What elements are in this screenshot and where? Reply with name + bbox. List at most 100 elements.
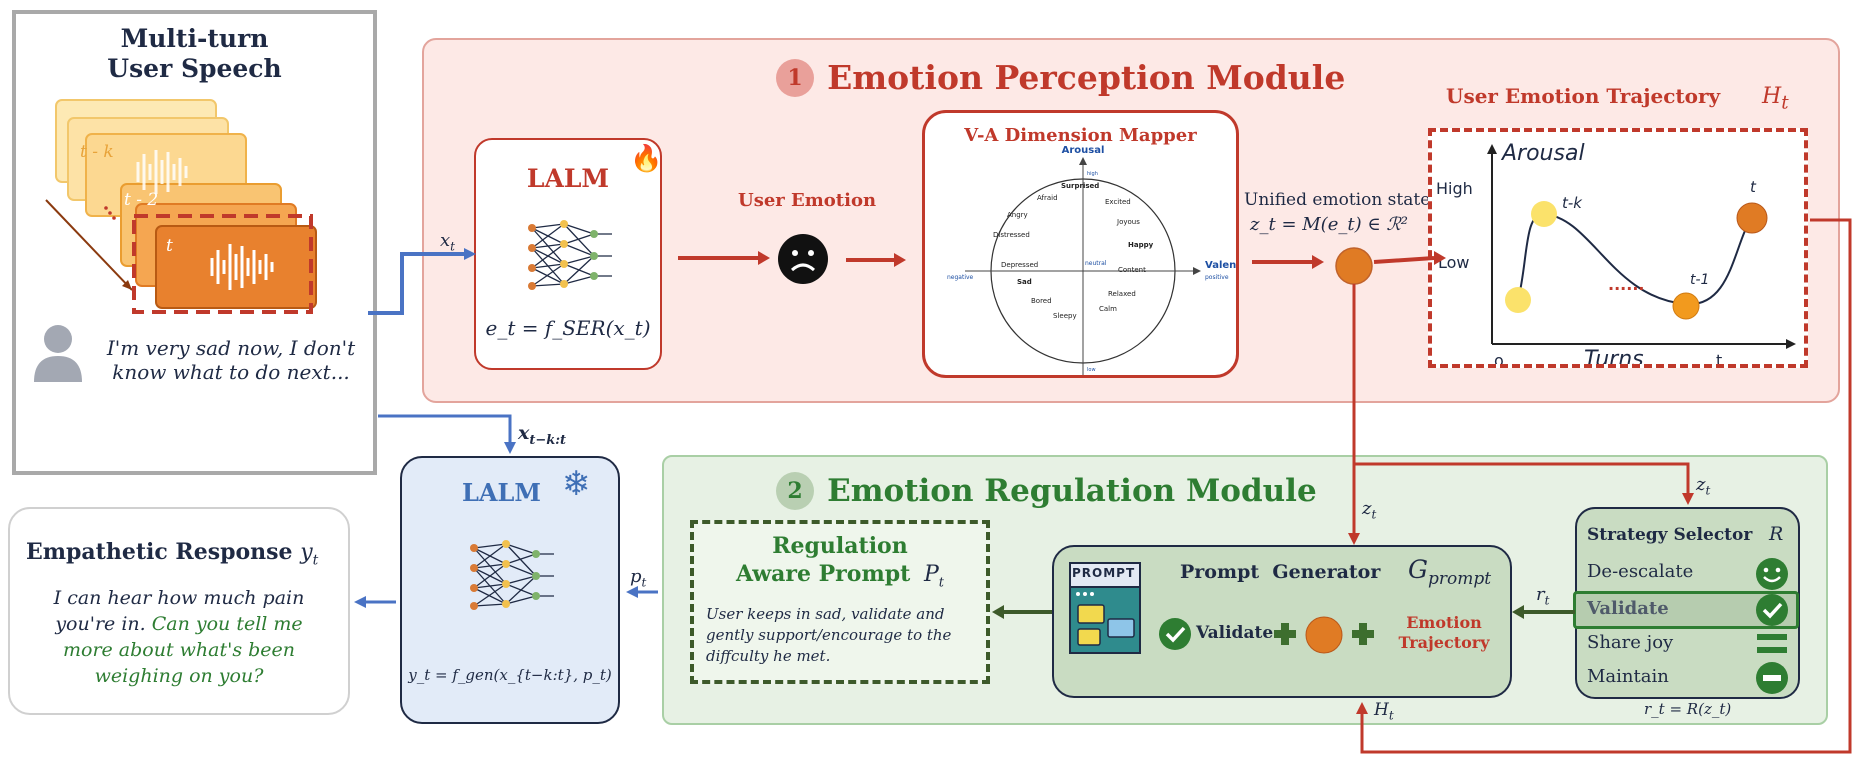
label-p-t-sub: t: [641, 575, 647, 590]
rap-title-line1: Regulation: [772, 533, 908, 559]
perception-title: Emotion Perception Module: [827, 58, 1346, 97]
va-emo-depressed: Depressed: [1001, 261, 1038, 269]
response-title-row: Empathetic Response yt: [26, 539, 318, 568]
traj-pt-t-label: t: [1750, 178, 1757, 196]
lalm1-formula: e_t = f_SER(x_t): [485, 316, 651, 340]
va-emo-content: Content: [1118, 266, 1146, 274]
rap-text: User keeps in sad, validate and gently s…: [706, 605, 952, 665]
ss-symbol: R: [1769, 523, 1784, 545]
label-h-t-main: H: [1374, 700, 1389, 720]
label-r-t-main: r: [1536, 584, 1545, 605]
response-symbol-sub: t: [312, 552, 319, 569]
lalm2-title: LALM: [462, 478, 541, 507]
va-dimension-mapper: V-A Dimension Mapper Arousal Valence hig…: [922, 110, 1239, 378]
traj-pt-tk-label: t-k: [1562, 194, 1583, 212]
prompt-generator-box: Prompt Generator Gprompt PROMPT Validate…: [1052, 545, 1512, 698]
lalm2-formula: y_t = f_gen(x_{t−k:t}, p_t): [408, 666, 612, 684]
traj-low-label: Low: [1438, 253, 1470, 272]
trajectory-plot-box: Arousal Turns High Low o t t-k t-1 t ...…: [1428, 128, 1808, 368]
user-speech-panel: Multi-turn User Speech t - k t - 2 t I'm…: [12, 10, 377, 475]
va-emo-afraid: Afraid: [1037, 194, 1058, 202]
label-h-t-sub: t: [1388, 708, 1394, 723]
va-valence-label: Valence: [1205, 260, 1236, 271]
va-circle-chart: Arousal Valence high low negative positi…: [947, 145, 1236, 375]
va-low-label: low: [1087, 367, 1096, 373]
trajectory-plot: Arousal Turns High Low o t t-k t-1 t ...…: [1436, 141, 1796, 364]
label-z-t-right: zt: [1696, 474, 1710, 498]
ss-title: Strategy Selector: [1587, 525, 1753, 545]
strategy-share-joy: Share joy: [1587, 632, 1674, 653]
response-line3: more about what's been: [62, 639, 296, 661]
response-line2b: Can you tell me: [151, 613, 303, 635]
label-x-window: xt−k:t: [518, 422, 566, 448]
lalm-generation-box: LALM ❄ y_t = f_gen(x_{t−k:t}, p_t): [400, 456, 620, 724]
neural-net-icon-2: [470, 540, 554, 610]
lalm1-title: LALM: [526, 164, 610, 193]
trajectory-title: User Emotion Trajectory: [1446, 84, 1721, 108]
utterance-line2: know what to do next...: [112, 360, 350, 384]
card-label-t2: t - 2: [124, 190, 159, 210]
va-emo-surprised: Surprised: [1061, 182, 1099, 190]
pg-symbol: G: [1408, 555, 1428, 584]
va-positive-label: positive: [1205, 274, 1229, 281]
label-z-right-main: z: [1696, 474, 1706, 495]
pg-symbol-sub: prompt: [1427, 569, 1492, 589]
regulation-title: Emotion Regulation Module: [827, 473, 1317, 509]
va-emo-excited: Excited: [1105, 198, 1131, 206]
rap-symbol-sub: t: [938, 575, 944, 591]
card-label-t: t: [166, 236, 173, 256]
emotion-state-icon: [1305, 616, 1343, 654]
traj-high-label: High: [1436, 179, 1473, 198]
traj-dots: ......: [1608, 275, 1644, 294]
neural-net-icon: [528, 220, 612, 290]
strategy-maintain: Maintain: [1587, 666, 1669, 687]
label-z-t-left: zt: [1362, 498, 1376, 522]
label-z-left-main: z: [1362, 498, 1372, 519]
pg-traj-line2: Trajectory: [1398, 633, 1490, 652]
check-circle-icon: [1159, 618, 1191, 650]
smile-icon: [1756, 558, 1788, 590]
card-label-tk: t - k: [80, 142, 114, 162]
rap-symbol: P: [923, 562, 939, 587]
prompt-window-icon: [1069, 562, 1141, 654]
user-emotion-label: User Emotion: [738, 190, 877, 211]
fire-icon: 🔥: [630, 144, 663, 174]
va-emo-sleepy: Sleepy: [1053, 312, 1077, 320]
trajectory-symbol-main: H: [1762, 84, 1782, 109]
emotion-state-node: [1335, 247, 1373, 285]
pg-validate-label: Validate: [1196, 623, 1274, 643]
utterance-line1: I'm very sad now, I don't: [106, 336, 356, 360]
regulation-header: 2 Emotion Regulation Module: [776, 472, 1317, 510]
response-line2a: you're in.: [55, 613, 146, 635]
va-neutral-label: neutral: [1085, 260, 1107, 267]
equals-icon: [1757, 634, 1787, 653]
traj-x-axis-label: Turns: [1584, 347, 1644, 364]
label-z-left-sub: t: [1371, 507, 1377, 522]
label-r-t: rt: [1536, 584, 1549, 608]
speech-title-line1: Multi-turn: [120, 24, 269, 53]
va-emo-distressed: Distressed: [993, 231, 1030, 239]
perception-badge: 1: [776, 58, 814, 97]
response-title: Empathetic Response: [26, 539, 293, 565]
plus-icon: [1274, 623, 1296, 645]
traj-y-axis-label: Arousal: [1500, 141, 1585, 166]
unified-emotion-formula: z_t = M(e_t) ∈ ℛ²: [1250, 214, 1408, 235]
strategy-validate: Validate: [1587, 598, 1669, 619]
pg-title: Prompt Generator: [1180, 561, 1381, 583]
unified-emotion-label: Unified emotion state: [1244, 190, 1431, 210]
strategy-deescalate: De-escalate: [1587, 561, 1694, 582]
response-line4: weighing on you?: [94, 665, 264, 687]
label-x-t-main: x: [440, 230, 451, 251]
lalm-ser-box: LALM 🔥 e_t = f_SER(x_t): [474, 138, 662, 370]
snowflake-icon: ❄: [562, 464, 591, 504]
speech-title-line2: User Speech: [107, 54, 282, 83]
va-title: V-A Dimension Mapper: [964, 125, 1197, 146]
va-high-label: high: [1087, 171, 1098, 177]
label-p-t: pt: [630, 566, 646, 590]
ss-formula: r_t = R(z_t): [1644, 700, 1732, 718]
label-r-t-sub: t: [1544, 593, 1550, 608]
minus-circle-icon: [1756, 662, 1788, 694]
response-symbol: y: [300, 540, 313, 565]
regulation-aware-prompt-box: Regulation Aware Prompt Pt User keeps in…: [690, 520, 990, 684]
va-emo-sad: Sad: [1017, 278, 1032, 286]
